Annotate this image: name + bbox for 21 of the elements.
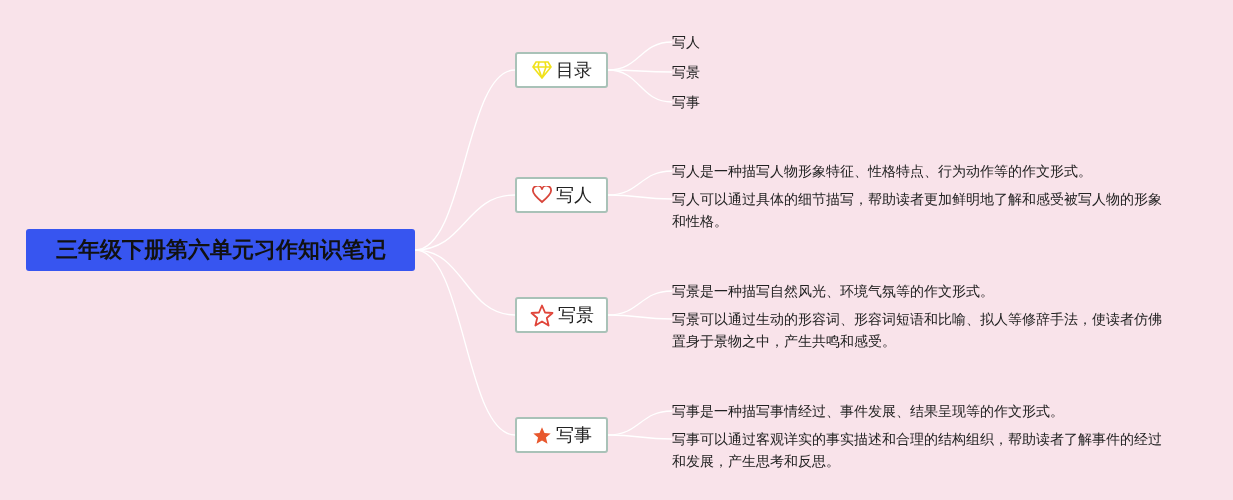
topic-label: 写事 [555,423,592,447]
note-text: 写事可以通过客观详实的事实描述和合理的结构组织，帮助读者了解事件的经过和发展，产生思考和反思。 [672,428,1172,472]
topic-label: 写人 [555,183,592,207]
note-text: 写事 [672,91,732,113]
topic-label: 目录 [555,58,592,82]
topic-box [515,177,608,213]
title-box: 三年级下册第六单元习作知识笔记 [26,229,415,271]
topic-box [515,52,608,88]
note-text: 写人是一种描写人物形象特征、性格特点、行为动作等的作文形式。 [672,160,1172,182]
note-text: 写人可以通过具体的细节描写，帮助读者更加鲜明地了解和感受被写人物的形象和性格。 [672,188,1172,232]
note-text: 写景可以通过生动的形容词、形容词短语和比喻、拟人等修辞手法，使读者仿佛置身于景物之中，产生共鸣和感受。 [672,308,1172,352]
topic-label: 写景 [557,303,594,327]
note-text: 写景是一种描写自然风光、环境气氛等的作文形式。 [672,280,1172,302]
connector-line [607,194,673,200]
connector-line [607,434,673,440]
note-text: 写人 [672,31,732,53]
connector-line [607,314,673,320]
note-text: 写事是一种描写事情经过、事件发展、结果呈现等的作文形式。 [672,400,1172,422]
note-text: 写景 [672,61,732,83]
topic-box [515,417,608,453]
topic-box [515,297,608,333]
